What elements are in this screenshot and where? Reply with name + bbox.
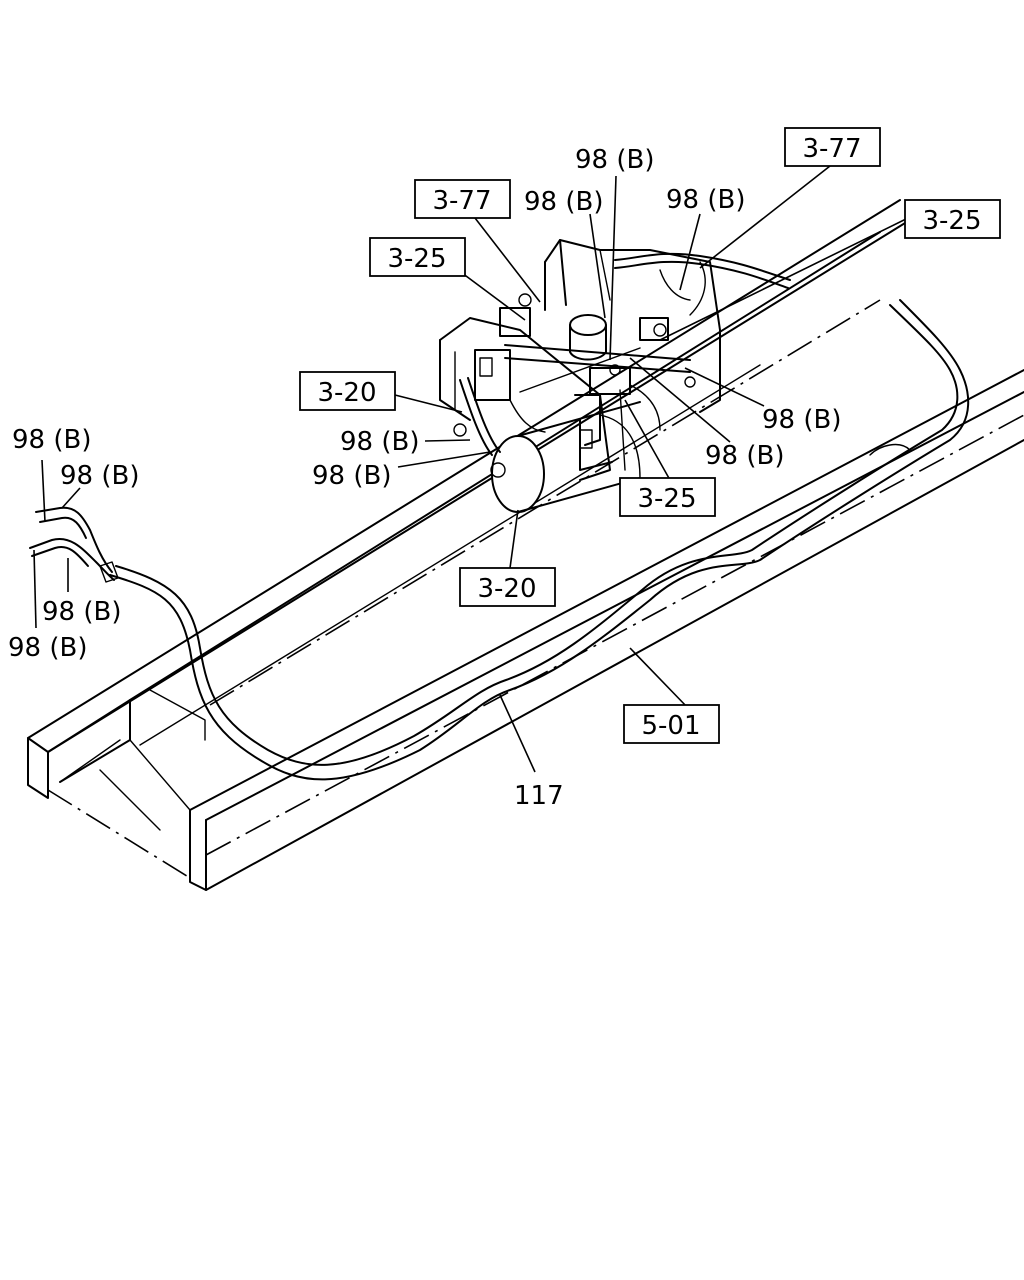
ref-3-20-b: 3-20 [477, 574, 536, 604]
valve-assembly [439, 239, 791, 513]
part-98b-left-a: 98 (B) [12, 425, 91, 455]
ref-3-25-c: 3-25 [637, 484, 696, 514]
ref-box-3-20-b [459, 567, 556, 607]
ref-box-3-20-a [299, 371, 396, 411]
ref-3-25-a: 3-25 [922, 206, 981, 236]
ref-box-5-01 [623, 704, 720, 744]
part-98b-center-a: 98 (B) [340, 427, 419, 457]
part-98b-top: 98 (B) [575, 145, 654, 175]
part-98b-right-b: 98 (B) [705, 441, 784, 471]
part-98b-mid-right: 98 (B) [666, 185, 745, 215]
part-98b-left-d: 98 (B) [8, 633, 87, 663]
part-117: 117 [514, 781, 564, 811]
ref-box-3-25-c [619, 477, 716, 517]
brake-pipe-117 [109, 299, 970, 781]
ref-box-3-25-a [904, 199, 1001, 239]
left-pipe-ends [29, 506, 119, 583]
ref-box-3-77-a [784, 127, 881, 167]
ref-3-77-a: 3-77 [802, 134, 861, 164]
part-98b-left-b: 98 (B) [60, 461, 139, 491]
part-98b-center-b: 98 (B) [312, 461, 391, 491]
ref-5-01: 5-01 [641, 711, 700, 741]
leader-lines [33, 165, 909, 773]
part-98b-left-c: 98 (B) [42, 597, 121, 627]
reference-boxes [299, 127, 1001, 744]
ref-box-3-77-b [414, 179, 511, 219]
ref-box-3-25-b [369, 237, 466, 277]
part-labels: 98 (B) 98 (B) 98 (B) 98 (B) 98 (B) 98 (B… [8, 145, 841, 811]
part-98b-right-a: 98 (B) [762, 405, 841, 435]
reference-labels: 3-77 3-77 3-25 3-25 3-25 3-20 3-20 5-01 [317, 134, 981, 741]
part-98b-mid-left: 98 (B) [524, 187, 603, 217]
ref-3-77-b: 3-77 [432, 186, 491, 216]
ref-3-25-b: 3-25 [387, 244, 446, 274]
ref-3-20-a: 3-20 [317, 378, 376, 408]
